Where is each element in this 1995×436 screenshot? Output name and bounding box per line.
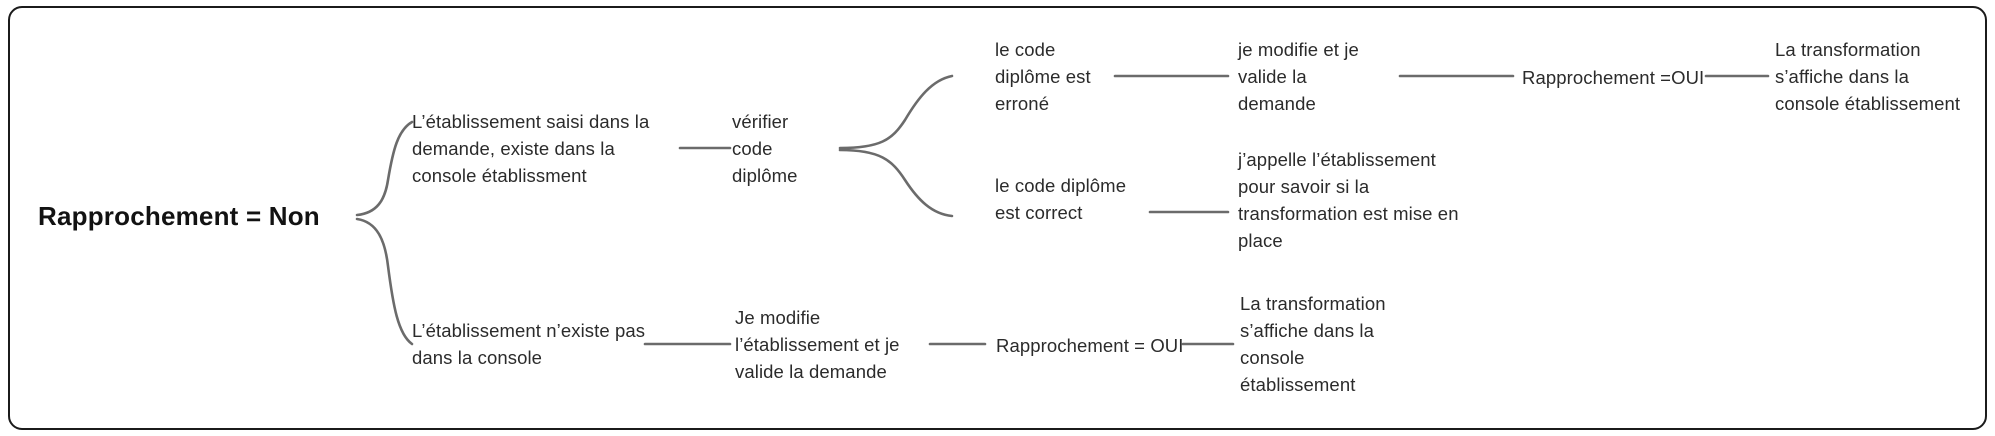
node-root[interactable]: Rapprochement = Non — [38, 201, 320, 231]
node-rapprochement-oui-bottom[interactable]: Rapprochement = OUI — [996, 335, 1184, 356]
node-jappelle-etablissement[interactable]: j’appelle l’établissement pour savoir si… — [1238, 149, 1459, 251]
node-transformation-affiche-console-bottom[interactable]: La transformation s’affiche dans la cons… — [1240, 293, 1386, 395]
node-je-modifie-valide-demande[interactable]: je modifie et je valide la demande — [1238, 39, 1359, 114]
node-verifier-code-diplome[interactable]: vérifier code diplôme — [732, 111, 798, 186]
edge-step1-to-case1 — [838, 74, 954, 150]
node-transformation-affiche-console-top[interactable]: La transformation s’affiche dans la cons… — [1775, 39, 1961, 114]
edge-root-to-branch-a — [355, 120, 414, 217]
edge-root-to-branch-b — [355, 217, 414, 346]
node-branch-b[interactable]: L’établissement n’existe pas dans la con… — [412, 320, 646, 368]
node-je-modifie-etablissement[interactable]: Je modifie l’établissement et je valide … — [735, 307, 900, 382]
node-rapprochement-oui-top[interactable]: Rapprochement =OUI — [1522, 67, 1705, 88]
node-code-diplome-errone[interactable]: le code diplôme est erroné — [995, 39, 1091, 114]
edge-step1-to-case2 — [838, 148, 954, 218]
node-branch-a[interactable]: L’établissement saisi dans la demande, e… — [412, 111, 650, 186]
node-code-diplome-correct[interactable]: le code diplôme est correct — [995, 175, 1127, 223]
